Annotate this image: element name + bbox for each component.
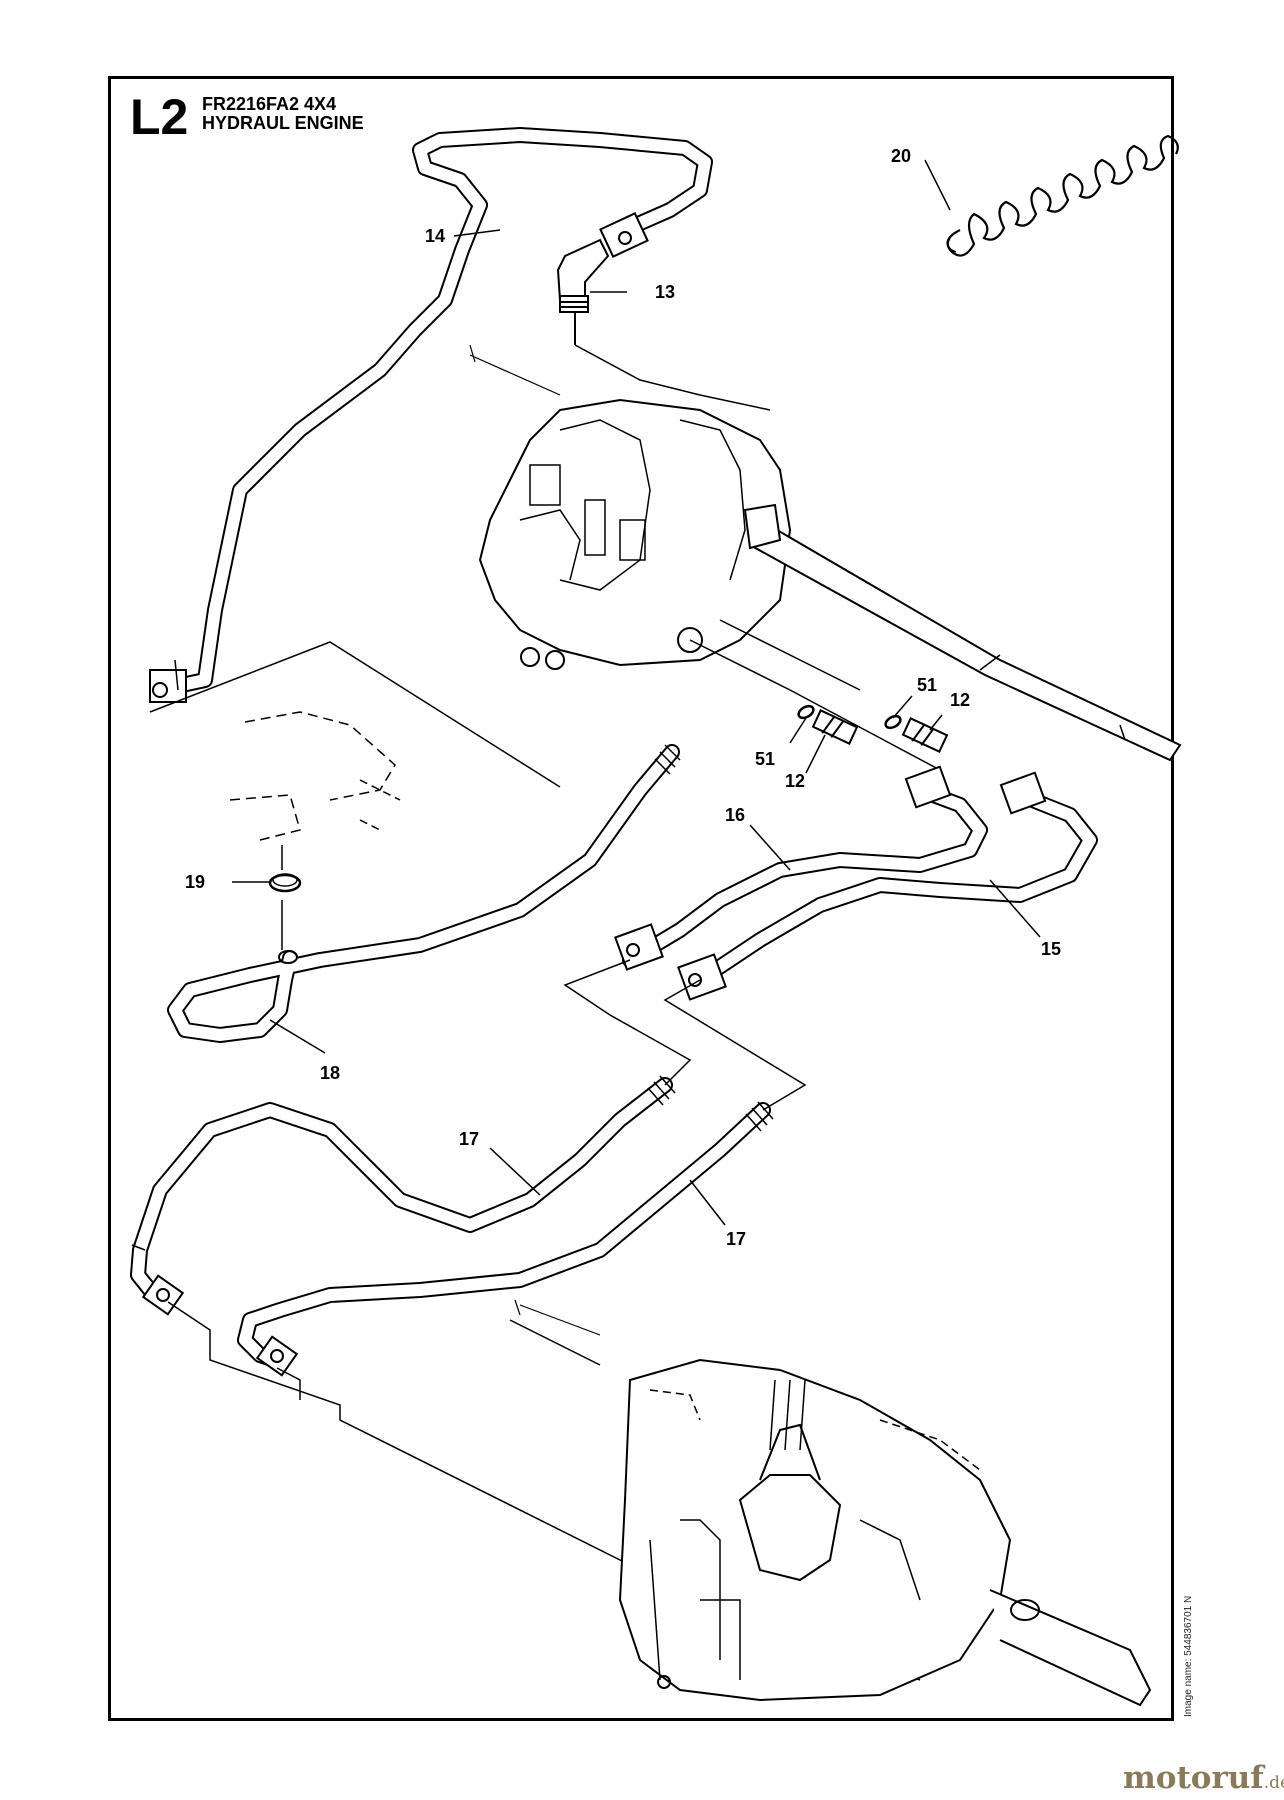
- hose-17-lower: [237, 1101, 774, 1377]
- reservoir-outline: [149, 641, 561, 841]
- lower-transaxle-unit: [514, 1299, 1152, 1707]
- callout-13: 13: [655, 282, 676, 302]
- callout-19: 19: [185, 872, 206, 892]
- callout-18: 18: [320, 1063, 341, 1083]
- coil-spring-20: [946, 134, 1179, 257]
- elbow-fitting-13: [556, 238, 610, 345]
- callout-51-left: 51: [755, 749, 776, 769]
- callout-12-right: 12: [950, 690, 971, 710]
- upper-transmission-unit: [469, 344, 1182, 771]
- return-hose-18: [167, 744, 681, 1043]
- rigid-pipe-14: [149, 127, 713, 703]
- hose-17-upper: [130, 1075, 676, 1316]
- brand-suffix: .de: [1263, 1773, 1284, 1793]
- callout-17-lower: 17: [726, 1229, 747, 1249]
- callout-15: 15: [1041, 939, 1062, 959]
- adapter-fitting-12-left: [811, 709, 859, 745]
- callout-20: 20: [891, 146, 912, 166]
- callout-51-right: 51: [917, 675, 938, 695]
- image-name-label: Image name: 544836701 N: [1183, 1595, 1194, 1717]
- rigid-pipe-16: [614, 765, 988, 971]
- callout-17-upper: 17: [459, 1129, 480, 1149]
- callout-12-left: 12: [785, 771, 806, 791]
- sheet-code: L2: [130, 89, 189, 145]
- o-ring-51-right: [884, 714, 902, 730]
- model-number: FR2216FA2 4X4: [202, 94, 337, 114]
- callout-16: 16: [725, 805, 746, 825]
- adapter-fitting-12-right: [901, 717, 949, 753]
- hose-clamp-19: [268, 845, 302, 950]
- rigid-pipe-15: [677, 771, 1098, 1001]
- brand-watermark: motoruf.de: [1123, 1760, 1284, 1796]
- o-ring-51-left: [797, 704, 815, 720]
- drawing-frame: [108, 76, 1174, 1721]
- callout-14: 14: [425, 226, 446, 246]
- brand-name: motoruf: [1123, 1760, 1264, 1796]
- diagram-title: HYDRAUL ENGINE: [202, 113, 364, 133]
- callout-leaders: [232, 159, 1041, 1226]
